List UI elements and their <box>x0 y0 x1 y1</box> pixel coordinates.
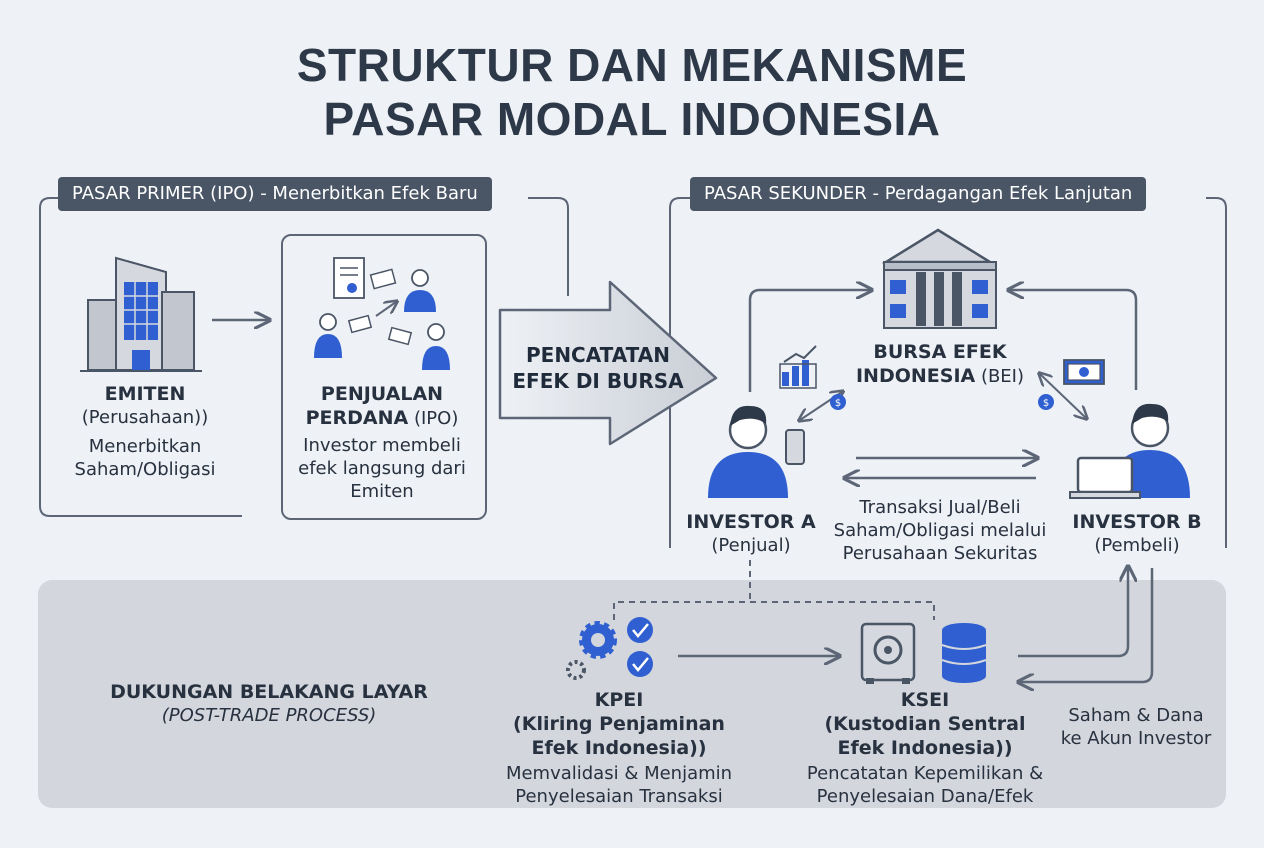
transaction-label: Transaksi Jual/Beli Saham/Obligasi melal… <box>826 496 1054 565</box>
investor-b-label: INVESTOR B (Pembeli) <box>1062 510 1212 557</box>
kpei-label: KPEI (Kliring Penjaminan Efek Indonesia)… <box>494 688 744 808</box>
svg-text:$: $ <box>835 398 841 409</box>
ipo-people-icon <box>314 257 450 370</box>
emiten-desc-1: Menerbitkan <box>88 436 202 457</box>
page-title: STRUKTUR DAN MEKANISME PASAR MODAL INDON… <box>0 38 1264 146</box>
emiten-label: EMITEN (Perusahaan)) Menerbitkan Saham/O… <box>60 382 230 481</box>
bei-line-2b: (BEI) <box>975 366 1025 387</box>
listing-label: PENCATATAN EFEK DI BURSA <box>508 342 688 394</box>
money-icon <box>1063 359 1105 385</box>
investor-a-role: (Penjual) <box>711 535 791 556</box>
ipo-name-1: PENJUALAN <box>320 383 444 405</box>
chart-icon <box>779 345 817 389</box>
building-icon <box>80 256 202 372</box>
bei-label: BURSA EFEK INDONESIA (BEI) <box>850 340 1030 388</box>
listing-big-arrow <box>498 280 718 446</box>
exchange-building-icon <box>881 228 997 329</box>
post-trade-heading: DUKUNGAN BELAKANG LAYAR <box>110 681 428 703</box>
primary-frame-outline <box>39 197 569 517</box>
post-trade-panel <box>38 580 1226 808</box>
emiten-name: EMITEN <box>104 383 186 405</box>
title-line-1: STRUKTUR DAN MEKANISME <box>296 39 968 91</box>
gear-check-icon <box>566 617 653 680</box>
coin-icon-right <box>1038 394 1054 410</box>
listing-line-2: EFEK DI BURSA <box>512 369 684 393</box>
arrow-investor-b-to-ksei <box>1020 568 1154 682</box>
vault-database-icon <box>860 622 987 684</box>
ksei-desc-1: Pencatatan Kepemilikan & <box>806 763 1044 784</box>
ipo-name-2: PERDANA <box>305 407 409 429</box>
svg-text:$: $ <box>1043 398 1049 409</box>
primary-market-frame <box>38 196 569 518</box>
transaction-line-2: Saham/Obligasi melalui <box>833 520 1047 541</box>
dashed-connector <box>613 560 935 620</box>
ipo-desc-2: efek langsung dari <box>298 458 466 479</box>
ipo-desc-3: Emiten <box>350 481 414 502</box>
investor-a-name: INVESTOR A <box>686 511 816 533</box>
transaction-line-1: Transaksi Jual/Beli <box>859 497 1021 518</box>
kpei-desc-1: Memvalidasi & Menjamin <box>505 763 733 784</box>
ksei-line-1: KSEI <box>900 689 950 711</box>
investor-a-icon <box>708 405 805 498</box>
emiten-desc-2: Saham/Obligasi <box>74 459 216 480</box>
ksei-label: KSEI (Kustodian Sentral Efek Indonesia))… <box>800 688 1050 808</box>
settlement-line-2: ke Akun Investor <box>1060 728 1212 749</box>
arrow-investor-a-to-bei <box>748 290 870 392</box>
secondary-frame-outline <box>669 197 1227 548</box>
emiten-sub: (Perusahaan)) <box>81 407 209 428</box>
primary-market-header: PASAR PRIMER (IPO) - Menerbitkan Efek Ba… <box>58 177 492 211</box>
arrow-bei-b <box>1040 374 1086 418</box>
ksei-line-2: (Kustodian Sentral <box>824 713 1026 735</box>
investor-a-label: INVESTOR A (Penjual) <box>676 510 826 557</box>
bei-line-1: BURSA EFEK <box>873 341 1007 363</box>
title-line-2: PASAR MODAL INDONESIA <box>323 93 941 145</box>
listing-line-1: PENCATATAN <box>526 343 670 367</box>
arrow-ksei-to-investor-b <box>1018 568 1128 658</box>
kpei-line-1: KPEI <box>594 689 644 711</box>
arrow-investor-b-to-bei <box>1010 290 1138 390</box>
investor-b-icon <box>1069 403 1190 499</box>
settlement-label: Saham & Dana ke Akun Investor <box>1046 704 1226 750</box>
post-trade-title: DUKUNGAN BELAKANG LAYAR (POST-TRADE PROC… <box>84 680 454 727</box>
kpei-desc-2: Penyelesaian Transaksi <box>515 786 723 807</box>
bei-line-2: INDONESIA <box>855 365 976 387</box>
ksei-line-3: Efek Indonesia)) <box>837 737 1013 759</box>
post-trade-subtitle: (POST-TRADE PROCESS) <box>161 705 377 726</box>
secondary-market-header: PASAR SEKUNDER - Perdagangan Efek Lanjut… <box>690 177 1147 211</box>
coin-icon-left <box>830 394 846 410</box>
ipo-name-2b: (IPO) <box>408 408 459 429</box>
secondary-market-frame <box>668 196 1228 550</box>
investor-b-role: (Pembeli) <box>1094 535 1180 556</box>
kpei-line-2: (Kliring Penjaminan <box>513 713 725 735</box>
settlement-line-1: Saham & Dana <box>1068 705 1204 726</box>
transaction-line-3: Perusahaan Sekuritas <box>842 543 1038 564</box>
ipo-desc-1: Investor membeli <box>303 435 461 456</box>
ksei-desc-2: Penyelesaian Dana/Efek <box>816 786 1034 807</box>
kpei-line-3: Efek Indonesia)) <box>531 737 707 759</box>
ipo-label: PENJUALAN PERDANA (IPO) Investor membeli… <box>284 382 480 503</box>
investor-b-name: INVESTOR B <box>1072 511 1202 533</box>
